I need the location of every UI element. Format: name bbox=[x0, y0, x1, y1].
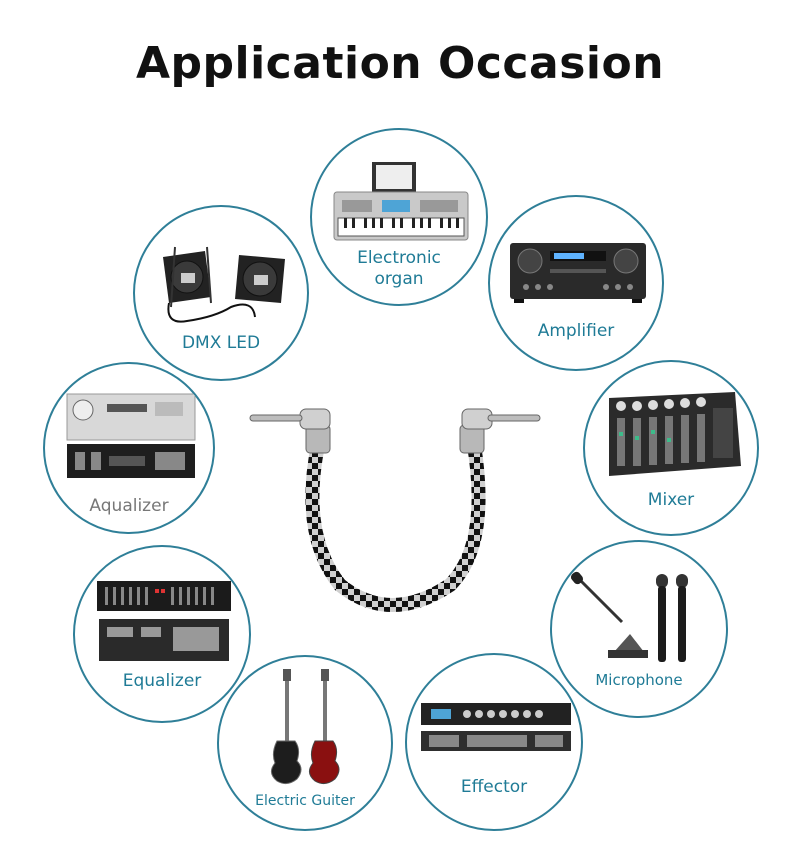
electric-guitar-icon bbox=[271, 669, 340, 785]
label-dmx-led: DMX LED bbox=[181, 333, 261, 353]
microphone-icon bbox=[570, 571, 688, 662]
label-electric-guitar: Electric Guiter bbox=[255, 793, 355, 809]
circle-effector: Effector bbox=[405, 653, 583, 831]
circle-electric-guitar: Electric Guiter bbox=[217, 655, 393, 831]
equalizer-icon bbox=[97, 581, 231, 661]
amplifier-icon bbox=[510, 243, 646, 303]
circle-aqualizer: Aqualizer bbox=[43, 362, 215, 534]
label-effector: Effector bbox=[460, 777, 528, 797]
page-title: Application Occasion bbox=[135, 38, 665, 89]
audio-equipment-icon bbox=[66, 393, 196, 478]
patch-cable-icon bbox=[249, 408, 541, 612]
effector-icon bbox=[421, 703, 571, 751]
circle-electronic-organ: Electronic organ bbox=[310, 128, 488, 306]
label-aqualizer: Aqualizer bbox=[89, 496, 169, 516]
label-microphone: Microphone bbox=[595, 671, 683, 689]
label-electronic-organ: Electronic organ bbox=[357, 248, 441, 289]
label-mixer: Mixer bbox=[647, 490, 695, 510]
dmx-led-light-icon bbox=[163, 246, 285, 323]
circle-amplifier: Amplifier bbox=[488, 195, 664, 371]
circle-mixer: Mixer bbox=[583, 360, 759, 536]
circle-microphone: Microphone bbox=[550, 540, 728, 718]
circle-dmx-led: DMX LED bbox=[133, 205, 309, 381]
label-amplifier: Amplifier bbox=[537, 321, 615, 341]
electronic-organ-icon bbox=[333, 162, 469, 241]
label-equalizer: Equalizer bbox=[122, 671, 202, 691]
mixer-icon bbox=[609, 392, 741, 476]
circle-equalizer: Equalizer bbox=[73, 545, 251, 723]
